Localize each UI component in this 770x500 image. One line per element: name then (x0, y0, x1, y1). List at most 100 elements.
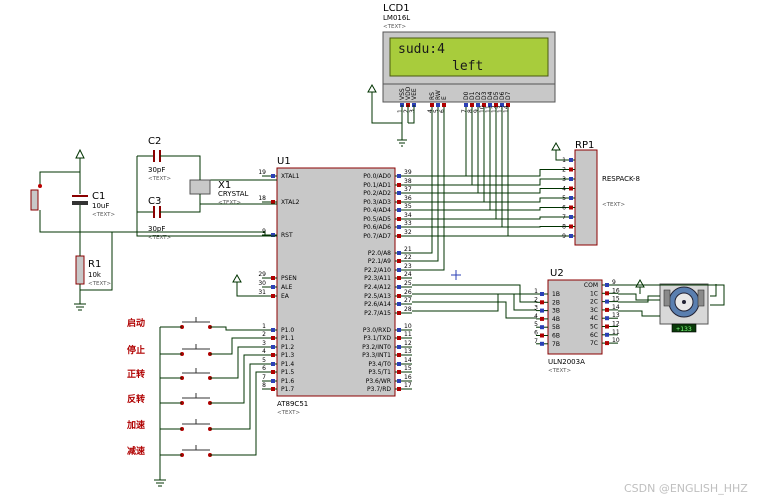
mcu-right-pin (397, 225, 401, 229)
mcu-right-pin-name: P2.7/A15 (364, 310, 391, 317)
reset-button[interactable] (30, 189, 39, 211)
uln-left-pin (540, 300, 544, 305)
uln-right-pin-number: 12 (612, 321, 620, 328)
uln-left-pin-number: 5 (534, 321, 538, 328)
watermark: CSDN @ENGLISH_HHZ (624, 482, 748, 495)
mcu-right-pin-number: 37 (404, 186, 412, 193)
uln-right-pin-name: COM (584, 282, 598, 289)
rp1-pin-number: 9 (562, 233, 566, 240)
button-to-p1-wire (210, 371, 262, 456)
reset-power-terminal-icon (75, 148, 85, 159)
lcd-pin (506, 103, 510, 107)
lcd-line-2: left (452, 59, 483, 74)
push-button[interactable] (180, 317, 212, 329)
r1-value: 10k (88, 271, 102, 279)
uln-left-pin-name: 3B (552, 308, 560, 315)
lcd-pin-label: D5 (493, 91, 500, 100)
p0-to-rp1-wire (412, 197, 556, 203)
motor-readout-box (671, 323, 697, 333)
lcd-pin-label: D1 (469, 91, 476, 100)
mcu-right-pin-number: 14 (404, 357, 412, 364)
mcu-left-pin (271, 233, 275, 237)
rp1-part: RESPACK-8 (602, 175, 640, 183)
mcu-left-pin-name: P1.3 (281, 352, 294, 359)
lcd-pin-label: D2 (475, 91, 482, 100)
mcu-right-pin-name: P0.3/AD3 (363, 199, 391, 206)
oscillator-section (136, 150, 277, 237)
mcu-right-pin-number: 23 (404, 263, 412, 270)
mcu-right-pin-name: P3.0/RXD (363, 327, 391, 334)
stepper-motor[interactable]: +133 (659, 283, 709, 333)
rp1-pin-number: 8 (562, 224, 566, 231)
crystal-x1 (189, 179, 211, 195)
rp1-tag: <TEXT> (602, 202, 625, 208)
mcu-right-pin-name: P0.1/AD1 (363, 182, 391, 189)
uln-right-pin (605, 341, 609, 346)
button-label: 启动 (127, 317, 145, 329)
mcu-right-pin-number: 24 (404, 271, 412, 278)
mcu-chip[interactable]: 19XTAL118XTAL29RST29PSEN30ALE31EA1P1.02P… (258, 167, 412, 397)
mcu-left-pin-name: PSEN (281, 275, 297, 282)
mcu-right-pin-name: P0.7/AD7 (363, 233, 391, 240)
button-label: 反转 (127, 393, 145, 405)
mcu-right-pin-number: 17 (404, 382, 412, 389)
rp1-pin-number: 2 (562, 167, 566, 174)
mcu-right-pin-name: P2.5/A13 (364, 293, 391, 300)
uln-right-pin (605, 299, 609, 304)
rp1-pin-number: 7 (562, 214, 566, 221)
lcd-pin (470, 103, 474, 107)
mcu-left-pin (271, 345, 275, 349)
lcd-pin-number: 12 (491, 105, 498, 113)
crosshair-cursor-icon (451, 270, 461, 280)
uln-left-pin-number: 7 (534, 338, 538, 345)
lcd-module[interactable]: sudu:4 left VSS1VDD2VEE3RS4RW5E6D07D18D2… (382, 31, 556, 113)
lcd-pin-number: 7 (461, 109, 468, 113)
x1-tag: <TEXT> (218, 200, 241, 206)
lcd-pin (430, 103, 434, 107)
mcu-right-pin-number: 28 (404, 306, 412, 313)
uln-left-pin-number: 3 (534, 305, 538, 312)
mcu-left-pin (271, 387, 275, 391)
mcu-right-pin (397, 285, 401, 289)
mcu-body (276, 167, 396, 397)
lcd-control-wire (412, 107, 445, 271)
mcu-right-pin (397, 276, 401, 280)
lcd-pin (482, 103, 486, 107)
mcu-right-pin-number: 25 (404, 280, 412, 287)
mcu-right-pin-number: 38 (404, 178, 412, 185)
push-button[interactable] (180, 344, 212, 356)
c1-tag: <TEXT> (92, 212, 115, 218)
uln-left-pin-name: 4B (552, 316, 560, 323)
push-button[interactable] (180, 419, 212, 431)
lcd-pin-number: 3 (409, 109, 416, 113)
mcu-left-pin-number: 5 (262, 357, 266, 364)
rp1-pin-number: 5 (562, 195, 566, 202)
mcu-left-pin (271, 336, 275, 340)
button-to-p1-wire (210, 337, 262, 355)
push-button[interactable] (180, 368, 212, 380)
mcu-right-pin (397, 251, 401, 255)
r1-resistor (75, 255, 85, 285)
mcu-right-pin-number: 39 (404, 169, 412, 176)
mcu-right-pin-name: P3.1/TXD (363, 335, 391, 342)
mcu-right-pin-name: P3.2/INT0 (362, 344, 391, 351)
rp1-body (574, 149, 598, 246)
p0-to-rp1-wire (412, 188, 556, 194)
uln-left-pin-number: 4 (534, 313, 538, 320)
lcd-pin-label: VDD (405, 86, 412, 100)
mcu-left-pin-number: 18 (258, 195, 266, 202)
mcu-pins: 19XTAL118XTAL29RST29PSEN30ALE31EA1P1.02P… (258, 169, 412, 393)
mcu-left-pin-number: 31 (258, 289, 266, 296)
push-button[interactable] (180, 445, 212, 457)
push-button[interactable] (180, 393, 212, 405)
rp1-pin (569, 186, 573, 191)
mcu-left-pin-name: ALE (281, 284, 292, 291)
mcu-left-pin-name: P1.1 (281, 335, 294, 342)
ea-power (232, 273, 265, 297)
mcu-right-pin-name: P3.5/T1 (368, 369, 391, 376)
rp1-pin-number: 6 (562, 205, 566, 212)
mcu-right-pin (397, 302, 401, 306)
